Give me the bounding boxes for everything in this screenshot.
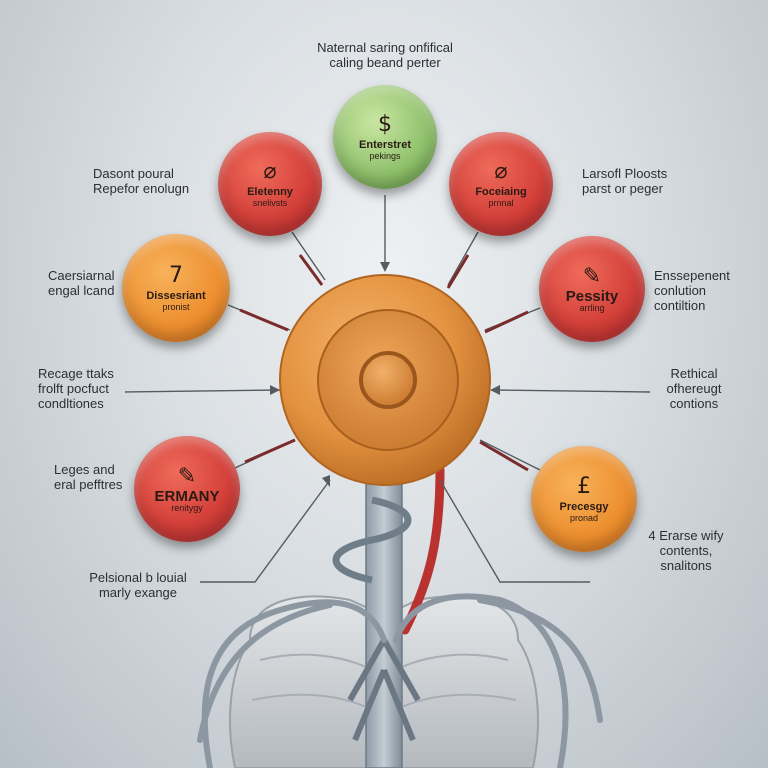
node-title: Pessity [565, 287, 619, 305]
node-title: Enterstret [359, 138, 411, 151]
node-lower-left-red: ✎ ERMANY renitygy [134, 436, 240, 542]
label-line: snalitons [660, 558, 712, 573]
label-lower-right: 4 Erarse wify contents, snalitons [636, 528, 736, 573]
label-line: Dasont poural [93, 166, 174, 181]
node-subtitle: renitygy [171, 502, 203, 513]
label-line: Leges and [54, 462, 115, 477]
label-top-left: Dasont poural Repefor enolugn [93, 166, 189, 196]
label-line: Larsofl Ploosts [582, 166, 668, 181]
node-lower-right-orange: £ Precesgy pronad [531, 446, 637, 552]
pen-circle-icon: ⌀ [263, 158, 277, 184]
label-mid-left: Caersiarnal engal lcand [48, 268, 115, 298]
node-mid-left-orange: 7 Dissesriant pronist [122, 234, 230, 342]
node-title: Eletenny [247, 185, 293, 198]
connector-accents [239, 254, 529, 472]
title-line-2: caling beand perter [329, 55, 441, 70]
label-line: engal lcand [48, 283, 115, 298]
label-top-right: Larsofl Ploosts parst or peger [582, 166, 667, 196]
label-line: Rethical [670, 366, 718, 381]
dollar-icon: $ [378, 111, 392, 137]
pen-circle-icon: ⌀ [494, 158, 508, 184]
label-line: condltiones [38, 396, 104, 411]
title-line-1: Naternal saring onfifical [317, 40, 453, 55]
label-line: Caersiarnal [48, 268, 115, 283]
label-left: Recage ttaks frolft pocfuct condltiones [38, 366, 114, 411]
number-seven-icon: 7 [169, 262, 183, 288]
label-line: 4 Erarse wify [648, 528, 724, 543]
label-line: conlution [654, 283, 707, 298]
node-subtitle: snelivsts [252, 197, 288, 208]
node-title: Precesgy [559, 500, 609, 513]
label-line: frolft pocfuct [38, 381, 109, 396]
node-subtitle: arrling [579, 302, 605, 313]
node-upper-right-red: ⌀ Foceiaing prnnal [449, 132, 553, 236]
node-top-green: $ Enterstret pekings [333, 85, 437, 189]
node-title: Dissesriant [146, 289, 206, 302]
diagram-title: Naternal saring onfifical caling beand p… [300, 40, 470, 70]
label-mid-right: Enssepenent conlution contiltion [654, 268, 730, 313]
label-line: eral pefftres [54, 477, 123, 492]
pencil-icon: ✎ [582, 263, 602, 289]
label-line: ofhereugt [666, 381, 722, 396]
label-line: contents, [659, 543, 713, 558]
label-line: parst or peger [582, 181, 663, 196]
node-mid-right-red: ✎ Pessity arrling [539, 236, 645, 342]
label-line: Recage ttaks [38, 366, 114, 381]
node-title: Foceiaing [475, 185, 527, 198]
label-line: marly exange [98, 585, 178, 600]
label-line: Pelsional b louial [89, 570, 187, 585]
label-bottom-left: Pelsional b louial marly exange [78, 570, 198, 600]
node-subtitle: pronad [569, 512, 599, 523]
label-line: Enssepenent [654, 268, 730, 283]
tubes-illustration [197, 593, 603, 768]
label-lower-left: Leges and eral pefftres [54, 462, 122, 492]
node-subtitle: pronist [162, 301, 190, 312]
label-line: Repefor enolugn [93, 181, 190, 196]
pound-icon: £ [577, 473, 591, 499]
pencil-icon: ✎ [177, 463, 197, 489]
node-subtitle: pekings [369, 150, 401, 161]
central-hub [279, 274, 491, 486]
label-line: contions [669, 396, 719, 411]
node-title: ERMANY [154, 487, 220, 505]
label-line: contiltion [654, 298, 706, 313]
lungs-illustration [229, 595, 539, 768]
node-upper-left-red: ⌀ Eletenny snelivsts [218, 132, 322, 236]
node-subtitle: prnnal [488, 197, 514, 208]
label-right: Rethical ofhereugt contions [654, 366, 734, 411]
arrowheads [270, 262, 500, 487]
